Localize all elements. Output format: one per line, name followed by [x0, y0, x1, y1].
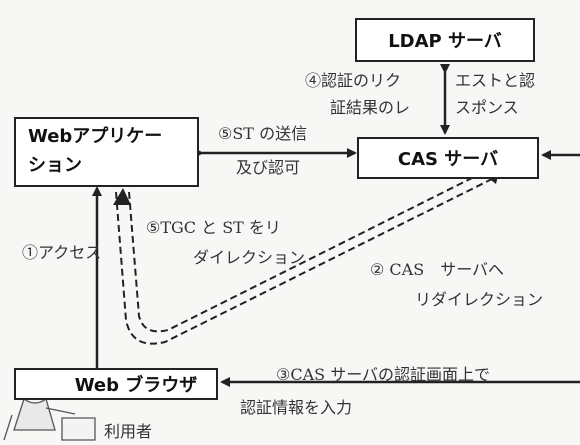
ldap-server-label: LDAP サーバ: [388, 31, 502, 52]
step4-label-line2: エストと認: [455, 71, 536, 90]
step2-label-line1: ② CAS サーバへ: [370, 260, 505, 279]
web-browser-label: Web ブラウザ: [74, 375, 198, 396]
step5-tgc-label-line1: ⑤TGC と ST をリ: [146, 218, 281, 237]
step5-send-label-line1: ⑤ST の送信: [218, 124, 308, 143]
cas-server-box: CAS サーバ: [357, 137, 539, 179]
user-label: 利用者: [104, 422, 153, 441]
step2-label-line2: リダイレクション: [415, 290, 544, 309]
step4-label-line4: スポンス: [455, 98, 519, 117]
ldap-server-box: LDAP サーバ: [355, 18, 535, 62]
web-app-label-line2: ション: [28, 155, 82, 176]
cas-server-label: CAS サーバ: [397, 149, 499, 170]
step4-label-line3: 証結果のレ: [330, 98, 411, 117]
step4-label-line1: ④認証のリク: [305, 71, 402, 90]
step1-label: ①アクセス: [22, 243, 102, 262]
step5-tgc-label-line2: ダイレクション: [193, 248, 306, 267]
web-browser-box: Web ブラウザ: [14, 368, 218, 400]
redirect-arrowhead-webapp: [113, 188, 131, 205]
web-app-label-line1: Webアプリケー: [28, 126, 163, 148]
redirect-path: [115, 169, 499, 345]
step5-send-label-line2: 及び認可: [236, 158, 301, 177]
step3-label-line2: 認証情報を入力: [240, 398, 353, 417]
web-app-box: Webアプリケー ション: [14, 117, 199, 187]
step3-label-line1: ③CAS サーバの認証画面上で: [276, 365, 491, 384]
